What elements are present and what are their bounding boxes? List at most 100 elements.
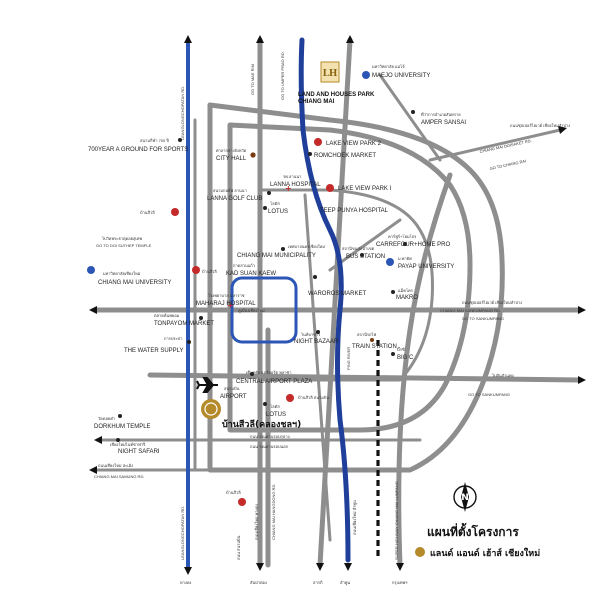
- go-chiangrai-label: GO TO CHIANG RAI: [489, 158, 526, 171]
- watersupply-label-th: การประปา: [164, 336, 182, 341]
- ban-airport-label-th: บ้านสีวลี สนามบิน: [298, 395, 329, 400]
- site-label-th: บ้านสีวลี(คลองชลฯ): [222, 419, 301, 430]
- lakeview1-label: LAKE VIEW PARK I: [338, 186, 392, 192]
- cmu-label-th: มหาวิทยาลัยเชียงใหม่: [103, 271, 141, 276]
- arrow-left-suthep: [89, 306, 97, 314]
- arrow-down-saraphi: [316, 563, 324, 571]
- ban-suthep-label-th: บ้านสีวลี: [140, 210, 155, 215]
- ring-label-th: ถนน วงแหวนรอบกลาง: [250, 434, 290, 439]
- cmu-university-icon: [87, 266, 95, 274]
- doisuthep-label-th: ไปวัดพระธาตุดอยสุเทพ: [101, 236, 142, 242]
- to-saraphi-label: สารภี: [313, 580, 323, 585]
- project-name-line1: LAND AND HOUSES PARK: [298, 92, 375, 98]
- airportplaza-label-en: CENTRAL AIRPORT PLAZA: [236, 379, 312, 385]
- makro-label-en: MAKRO: [396, 295, 418, 301]
- arrow-down-lamphun: [344, 563, 352, 571]
- municipality-label-en: CHIANG MAI MUNICIPALITY: [237, 253, 316, 259]
- bigc-dot: [391, 352, 395, 356]
- poi-markers: LH + +: [87, 61, 415, 506]
- arrow-down-sanpatong: [256, 563, 264, 571]
- tonpayom-label-en: TONPAYOM MARKET: [154, 321, 214, 327]
- municipality-label-th: เทศบาลนครเชียงใหม่: [288, 244, 325, 249]
- kadsuankaew-label-th: กาดสวนแก้ว: [233, 263, 255, 268]
- cityhall-label-en: CITY HALL: [216, 156, 247, 162]
- lotus-s-label-th: โลตัส: [270, 404, 280, 409]
- hwy-lampang-n-th: ถนนซุปเปอร์ไฮเวย์ เชียงใหม่ลำปาง: [510, 123, 570, 129]
- legend-brand: แลนด์ แอนด์ เฮ้าส์ เชียงใหม่: [430, 547, 540, 559]
- house-icon-airport: [286, 394, 294, 402]
- warorot-label-en: WAROROS MARKET: [308, 291, 366, 297]
- samoeng-label-th: ถนนเชียงใหม่ สะเมิง: [98, 463, 133, 468]
- road-doisaket: [428, 128, 562, 162]
- makro-dot: [391, 290, 395, 294]
- nightsafari-dot: [116, 438, 120, 442]
- road-mid-east: [303, 193, 332, 542]
- lamphun-label-th: ถนนเชียงใหม่ ลำพูน: [352, 500, 358, 535]
- sport-dot: [178, 138, 182, 142]
- to-bangkok-label: กรุงเทพฯ: [392, 580, 407, 586]
- hospital-cross-maharaj-icon: +: [227, 301, 234, 310]
- cityhall-dot: [250, 152, 256, 158]
- to-hangdong-label: หางดง: [180, 580, 191, 585]
- nightsafari-label-th: เชียงใหม่ไนท์ซาฟารี: [110, 442, 146, 447]
- ring2-label-th: ถนน วงแหวนรอบนอก: [250, 444, 289, 449]
- map-labels: LAND AND HOUSES PARK CHIANG MAI มหาวิทยา…: [88, 51, 570, 586]
- project-logo-icon: LH: [320, 61, 340, 83]
- romchoek-label: ROMCHOEK MARKET: [314, 153, 376, 159]
- arrow-up-mae-rim: [256, 35, 264, 43]
- ping-river-label: PING RIVER: [346, 347, 351, 370]
- bus-label-th: สถานีขนส่ง อาเขต: [342, 246, 375, 251]
- road-network: [92, 37, 583, 568]
- nightbazaar-label-th: ไนท์บาซาร์: [300, 332, 321, 337]
- ban-south-label-th: บ้านสีวลี: [226, 490, 241, 495]
- maharaj-label-en: MAHARAJ HOSPITAL: [196, 301, 256, 307]
- train-label-en: TRAIN STATION: [352, 344, 397, 350]
- arrow-right-doisaket: [558, 126, 567, 134]
- warorot-dot: [313, 275, 317, 279]
- maejo-label-en: MAEJO UNIVERSITY: [372, 73, 430, 79]
- bigc-label-en: BIG C: [397, 355, 414, 361]
- left-hwy-label-south: LEANGLONGCHOPATAN RD.: [180, 506, 185, 560]
- arrow-up-phrao: [346, 35, 354, 43]
- golf-label-en: LANNA GOLF CLUB: [207, 196, 262, 202]
- lotus-n-dot: [263, 206, 267, 210]
- tonpayom-label-th: ตลาดต้นพยอม: [154, 313, 180, 318]
- arrow-down-bangkok: [396, 563, 404, 571]
- lotus-n-label-en: LOTUS: [268, 209, 288, 215]
- lotus-n-label-th: โลตัส: [270, 201, 280, 206]
- north-compass-icon: N: [453, 482, 477, 512]
- direction-arrows: [89, 35, 586, 575]
- maejo-label-th: มหาวิทยาลัย แม่โจ้: [372, 64, 405, 69]
- kadsuankaew-label-en: KAD SUAN KAEW: [226, 271, 276, 277]
- arrow-left-samoeng: [89, 466, 97, 474]
- go-mae-rim-label: GO TO MAE RIM: [250, 64, 255, 95]
- ban-suan-label-th: บ้านสีวลี: [202, 269, 217, 274]
- moat-label-th: คูเมืองเชียงใหม่: [238, 308, 265, 314]
- site-gold-marker-inner: [204, 402, 218, 416]
- lanna-hosp-label-en: LANNA HOSPITAL: [270, 182, 321, 188]
- teppunya-label: TEEP PUNYA HOSPITAL: [320, 208, 389, 214]
- ping-river: [298, 37, 351, 563]
- sport-label-en: 700YEAR A GROUND FOR SPORTS: [88, 147, 188, 153]
- site-gold-marker: [201, 399, 221, 419]
- hangdong-label-en: CHIANG MAI HANGDONG RD.: [271, 484, 276, 540]
- amper-label-en: AMPER SANSAI: [421, 120, 466, 126]
- municipality-dot: [281, 247, 285, 251]
- hwy-lampang-label-en: CHIANG MAI SANKUMPANG RD.: [440, 308, 501, 313]
- cityhall-label-th: ศาลากลางจังหวัด: [216, 148, 247, 153]
- train-label-th: สถานีรถไฟ: [357, 332, 376, 337]
- airport-rd-label-th: ถนน สนามบิน: [236, 535, 241, 560]
- dorkhum-label-en: DORKHUM TEMPLE: [94, 424, 151, 430]
- sport-label-th: สนามกีฬา 700 ปี: [140, 138, 169, 143]
- house-icon-suthep: [171, 208, 179, 216]
- project-logo-text: LH: [323, 69, 338, 79]
- maharaj-label-th: โรงพยาบาล มหาราช: [208, 293, 245, 298]
- makro-label-th: แม็คโคร: [398, 287, 414, 293]
- arrow-down-hangdong: [184, 567, 192, 575]
- airportplaza-label-th: เซ็นทรัล แอร์พอร์ต พลาซ่า: [246, 369, 291, 375]
- carrefour-label-th: คาร์ฟูร์+โฮมโปร: [388, 234, 417, 240]
- golf-dot: [267, 191, 271, 195]
- old-city-moat: [230, 276, 298, 344]
- arrow-right-sankamphaeng: [578, 306, 586, 314]
